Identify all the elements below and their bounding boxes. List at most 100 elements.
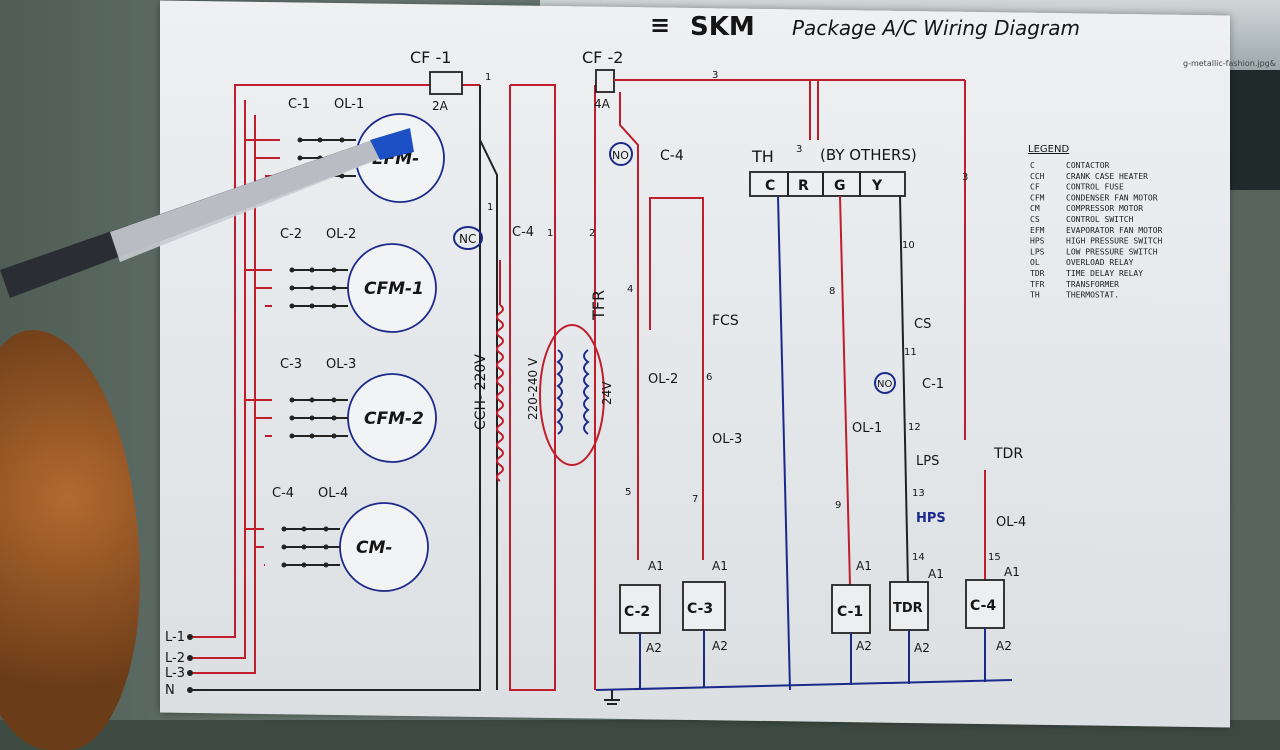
line-label: L-2: [165, 651, 185, 666]
legend-desc: EVAPORATOR FAN MOTOR: [1066, 226, 1163, 235]
title-text: Package A/C Wiring Diagram: [792, 16, 1080, 40]
coil-c4-a1: A1: [1004, 565, 1020, 579]
lps-label: LPS: [916, 454, 939, 469]
fuse-cf2: [595, 69, 615, 93]
coil-tdr: TDR: [889, 581, 929, 631]
wire-num-1a: 1: [485, 72, 491, 83]
coil-c3-a1: A1: [712, 559, 728, 573]
svg-text:TDR: TDR: [893, 601, 923, 616]
legend-abbr: TDR: [1030, 269, 1045, 278]
transformer-primary-label: 220-240 V: [526, 357, 540, 420]
title-prefix: ≡: [650, 11, 670, 39]
wire-num-4: 4: [627, 284, 633, 295]
line-labels: L-1L-2L-3N: [165, 630, 193, 698]
coil-tdr-a1: A1: [928, 567, 944, 581]
line-label: L-3: [165, 666, 185, 681]
wire-return-bus: [595, 679, 1013, 691]
no-c1-label: C-1: [922, 377, 944, 392]
line-label: N: [165, 683, 175, 698]
coil-c4: C-4: [965, 579, 1005, 629]
wire-cch: [479, 85, 498, 690]
heater-label: CCH- 220V: [473, 354, 489, 430]
coil-c1-a2: A2: [856, 639, 872, 653]
coil-c2: C-2: [619, 584, 661, 634]
coil-c1: C-1: [831, 584, 871, 634]
legend-desc: CRANK CASE HEATER: [1066, 172, 1148, 181]
wire-thermostat-y: [899, 195, 909, 586]
wire-l2: [190, 100, 246, 659]
fuse-cf2-rating: 4A: [594, 97, 611, 111]
wire-transformer-primary: [509, 84, 556, 691]
wire-num-14: 14: [912, 552, 925, 563]
wire-num-15: 15: [988, 552, 1001, 563]
wire-num-9: 9: [835, 500, 841, 511]
fuse-cf1-label: CF -1: [410, 48, 451, 67]
legend-abbr: CM: [1030, 204, 1040, 213]
coil-c3-a2: A2: [712, 639, 728, 653]
ol1-label: OL-1: [852, 421, 882, 436]
no-badge-c4: NO: [612, 149, 629, 162]
wire-thermostat-g: [839, 195, 851, 586]
terminal-dot: [187, 670, 193, 676]
heater-element: [496, 304, 504, 482]
thermostat-terminal-r: R: [798, 178, 809, 194]
thermostat-terminal-g: G: [834, 178, 846, 194]
fcs-label: FCS: [712, 313, 739, 329]
tdr-label: TDR: [993, 446, 1023, 462]
wire-num-11: 11: [904, 347, 917, 358]
legend-abbr: OL: [1030, 258, 1040, 267]
legend-abbr: TFR: [1030, 280, 1045, 289]
thermostat-block: [749, 171, 906, 197]
legend-desc: THERMOSTAT.: [1066, 291, 1119, 300]
svg-text:C-1: C-1: [837, 604, 863, 620]
motor-name: CM-: [356, 538, 392, 558]
pen: [0, 128, 414, 298]
thermostat-note: (BY OTHERS): [820, 146, 917, 164]
legend-abbr: C: [1030, 161, 1035, 170]
motor-overload-label: OL-4: [318, 486, 348, 501]
legend-abbr: LPS: [1030, 247, 1045, 256]
fuse-cf2-label: CF -2: [582, 48, 623, 67]
fuse-cf1: [429, 71, 463, 95]
fuse-cf1-rating: 2A: [432, 99, 449, 113]
transformer-primary-coil: [556, 349, 563, 435]
motor-name: CFM-1: [364, 279, 424, 299]
wire-num-6: 6: [706, 372, 712, 383]
no-c4-label: C-4: [660, 148, 684, 164]
no-badge-c1: NO: [877, 379, 892, 390]
legend-abbr: CFM: [1030, 193, 1045, 202]
coil-c2-a2: A2: [646, 641, 662, 655]
wire-n: [190, 85, 481, 691]
wire-num-13: 13: [912, 488, 925, 499]
wire-num-3a: 3: [712, 70, 718, 81]
coil-c4-a2: A2: [996, 639, 1012, 653]
ol2-label: OL-2: [648, 372, 678, 387]
legend-abbr: CCH: [1030, 172, 1045, 181]
wire-l3: [190, 115, 256, 674]
transformer-outline: [539, 324, 605, 466]
legend-desc: HIGH PRESSURE SWITCH: [1066, 237, 1163, 246]
motor-overload-label: OL-1: [334, 97, 364, 112]
legend-desc: TRANSFORMER: [1066, 280, 1119, 289]
title-brand: SKM: [690, 12, 755, 42]
motor-name: CFM-2: [364, 409, 424, 429]
legend-desc: CONDENSER FAN MOTOR: [1066, 193, 1158, 202]
wire-thermostat-c: [777, 195, 791, 691]
wire-num-1b: 1: [487, 202, 493, 213]
wire-num-1c: 1: [547, 228, 553, 239]
wire-num-3c: 3: [962, 172, 968, 183]
svg-text:C-3: C-3: [687, 601, 713, 617]
legend-abbr: HPS: [1030, 237, 1045, 246]
motor-contactor-label: C-2: [280, 227, 302, 242]
wire-l1: [190, 84, 430, 638]
motor-overload-label: OL-2: [326, 227, 356, 242]
terminal-dot: [187, 634, 193, 640]
line-label: L-1: [165, 630, 185, 645]
legend-desc: CONTROL FUSE: [1066, 183, 1124, 192]
wire-num-8: 8: [829, 286, 835, 297]
legend-desc: CONTROL SWITCH: [1066, 215, 1134, 224]
